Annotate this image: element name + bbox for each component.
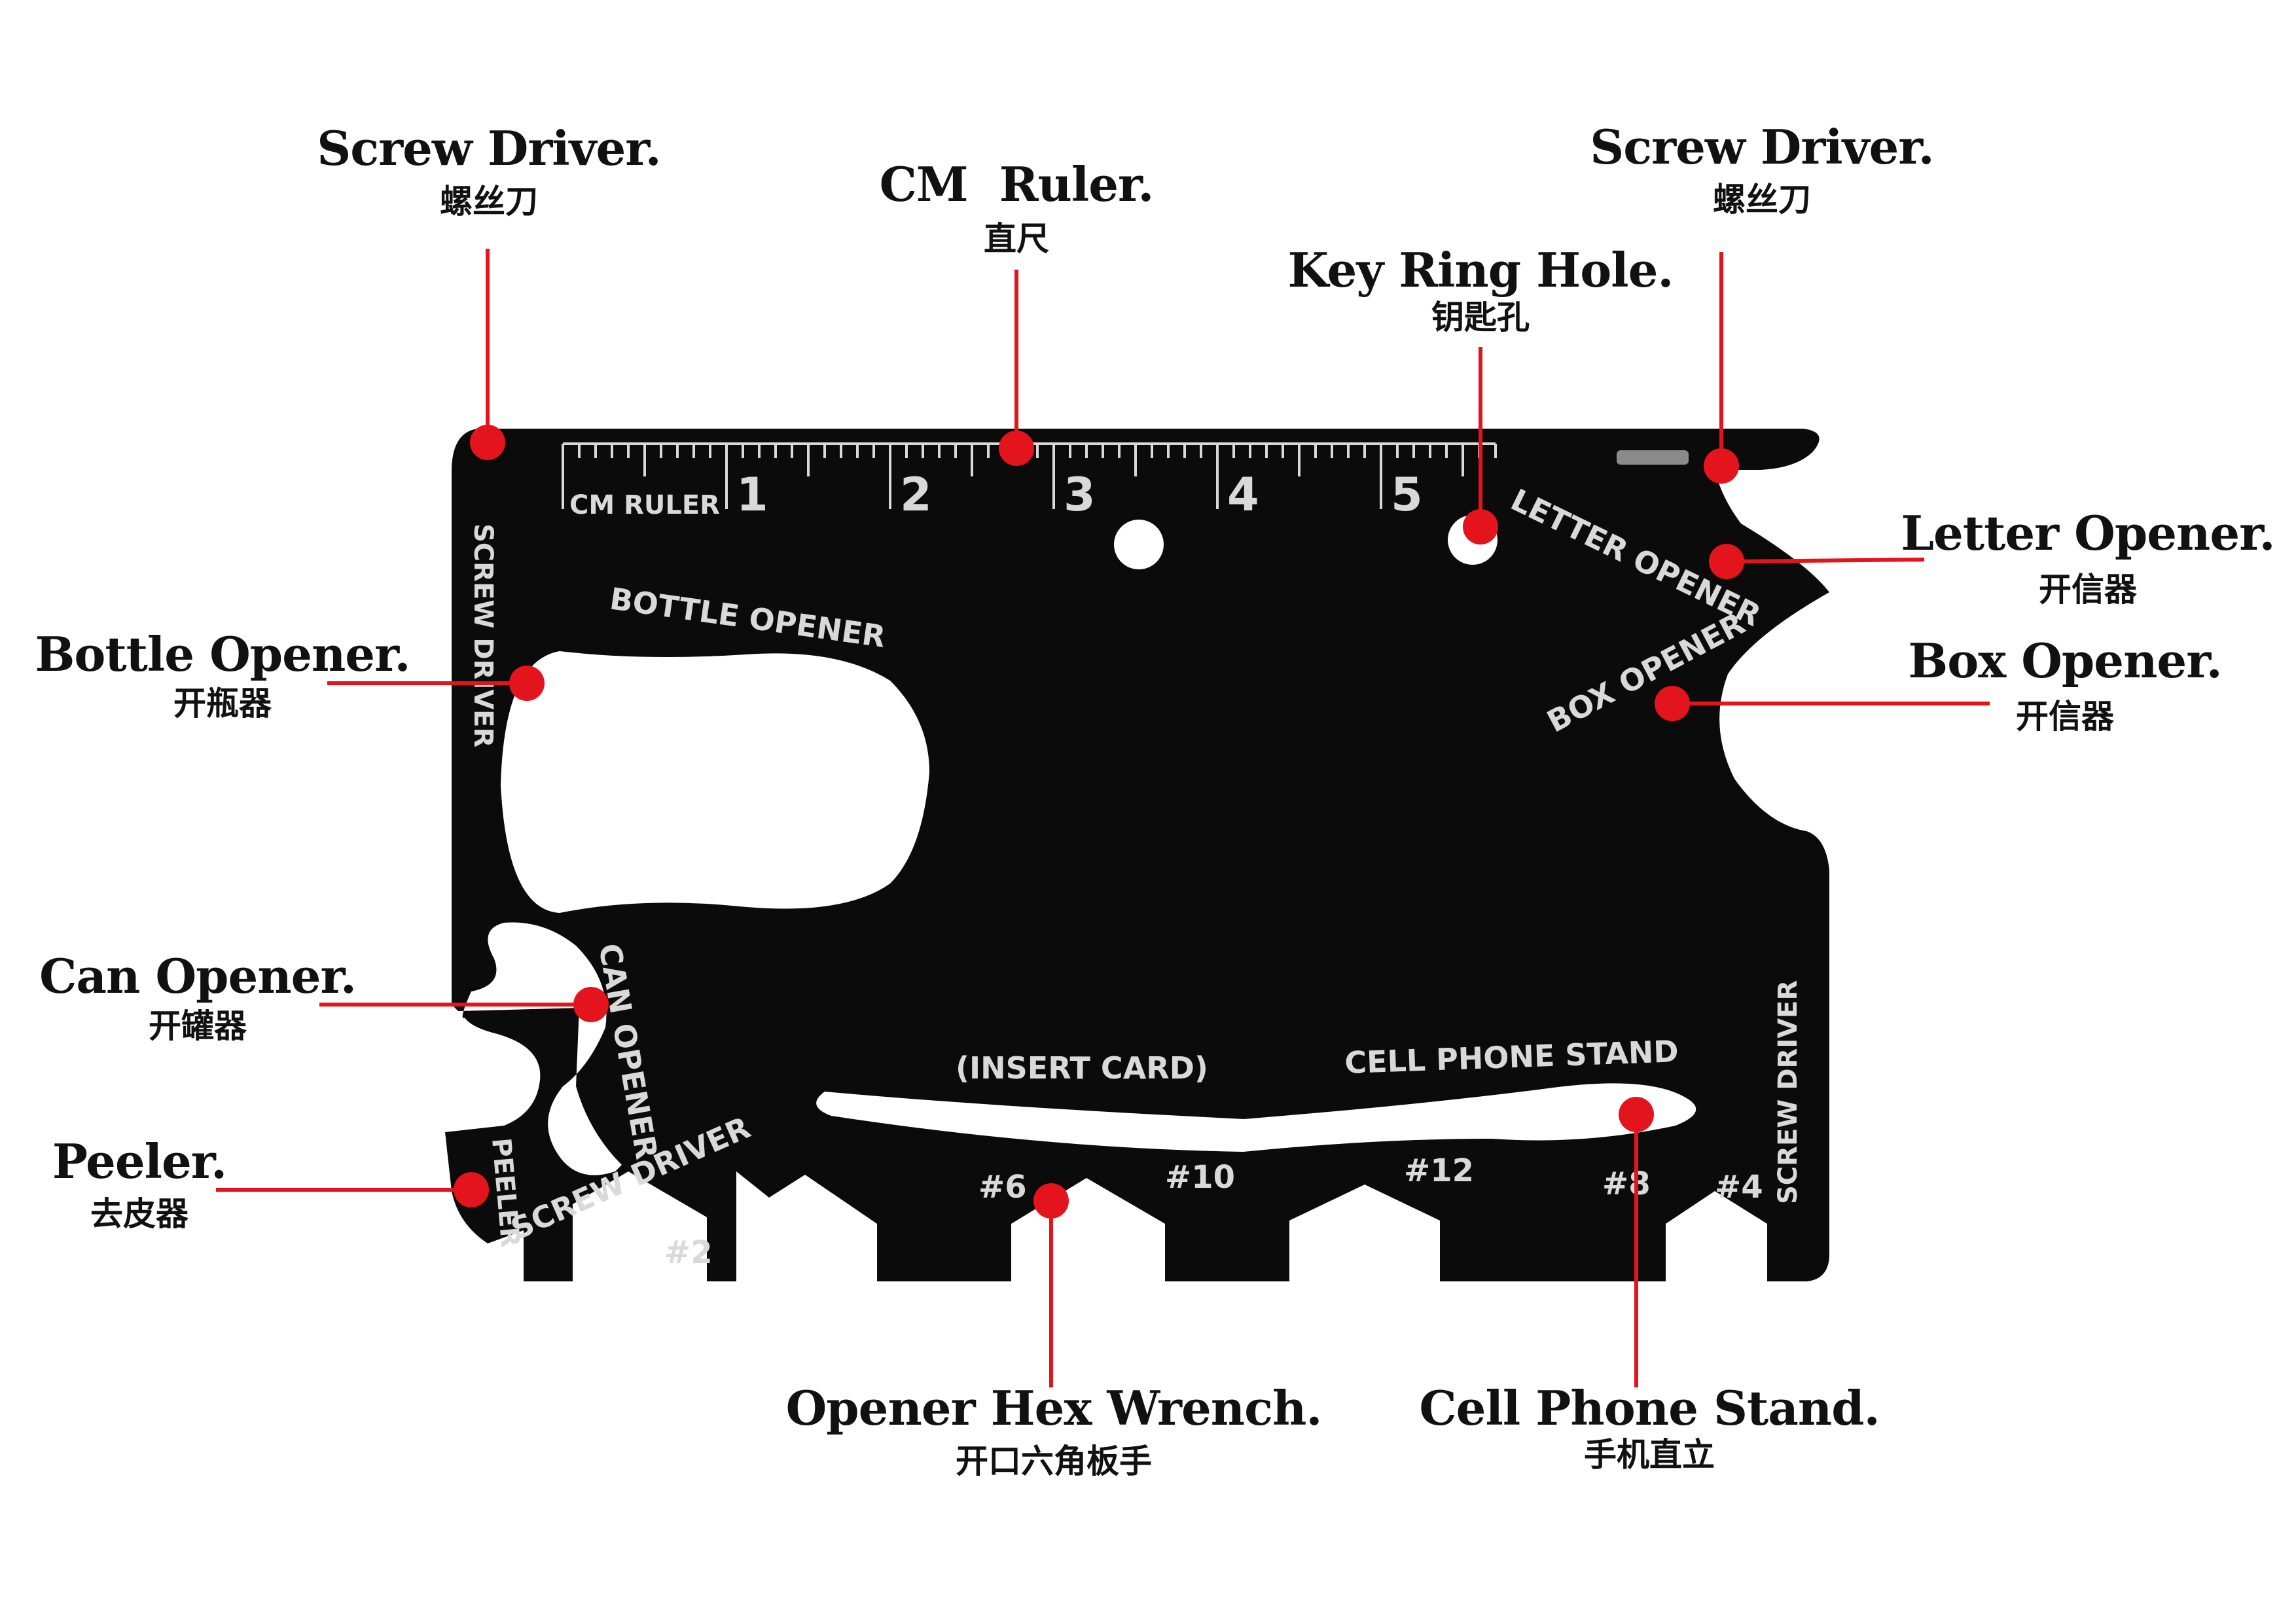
callout-hex-wrench: Opener Hex Wrench. 开口六角板手	[786, 1380, 1323, 1480]
callout-letter-opener-en: Letter Opener.	[1901, 505, 2274, 561]
callout-peeler-en: Peeler.	[52, 1133, 226, 1189]
dot-box-opener	[1655, 686, 1690, 721]
callout-box-opener: Box Opener. 开信器	[1908, 633, 2222, 736]
hex-size-4: #4	[1715, 1169, 1763, 1205]
callout-cm-ruler-en: CM Ruler.	[880, 156, 1154, 212]
callout-cm-ruler: CM Ruler. 直尺	[880, 156, 1155, 258]
engraving-insert-card: (INSERT CARD)	[956, 1050, 1208, 1086]
callout-can-opener: Can Opener. 开罐器	[39, 948, 357, 1045]
callout-box-opener-en: Box Opener.	[1908, 633, 2221, 688]
callout-screw-driver-left-zh: 螺丝刀	[440, 183, 538, 221]
callout-key-ring-hole-zh: 钥匙孔	[1431, 298, 1530, 336]
hex-size-8: #8	[1602, 1166, 1651, 1202]
engraving-cm-ruler: CM RULER	[569, 490, 720, 520]
leader-lines	[216, 249, 1990, 1387]
hex-size-12: #12	[1404, 1152, 1474, 1189]
callout-box-opener-zh: 开信器	[2016, 698, 2115, 736]
ruler-number-3: 3	[1064, 468, 1096, 522]
callout-letter-opener: Letter Opener. 开信器	[1901, 505, 2275, 609]
hex-size-10: #10	[1165, 1159, 1235, 1196]
dot-peeler	[454, 1172, 489, 1207]
callout-key-ring-hole: Key Ring Hole. 钥匙孔	[1288, 242, 1674, 336]
callout-letter-opener-zh: 开信器	[2039, 571, 2138, 609]
callout-screw-driver-right: Screw Driver. 螺丝刀	[1590, 119, 1934, 219]
hex-size-6: #6	[978, 1169, 1027, 1205]
callout-phone-stand: Cell Phone Stand. 手机直立	[1419, 1380, 1880, 1474]
callout-screw-driver-right-en: Screw Driver.	[1590, 119, 1933, 175]
callout-screw-driver-left-en: Screw Driver.	[317, 120, 660, 176]
ruler-number-1: 1	[736, 468, 768, 522]
callout-can-opener-zh: 开罐器	[149, 1007, 247, 1045]
callout-screw-driver-left: Screw Driver. 螺丝刀	[317, 120, 661, 221]
hex-size-2: #2	[664, 1234, 713, 1271]
dot-letter-opener	[1709, 544, 1744, 579]
dot-cm-ruler	[999, 431, 1034, 466]
callout-phone-stand-zh: 手机直立	[1584, 1436, 1715, 1474]
engraving-screw-driver-right: SCREW DRIVER	[1773, 980, 1803, 1204]
screwdriver-tip-mark	[1617, 450, 1689, 465]
callout-peeler: Peeler. 去皮器	[52, 1133, 227, 1233]
callout-bottle-opener-zh: 开瓶器	[173, 685, 272, 722]
dot-screw-driver-right	[1704, 448, 1739, 484]
ruler-number-5: 5	[1391, 468, 1423, 522]
engraving-screw-driver-left: SCREW DRIVER	[468, 524, 498, 747]
callout-hex-wrench-zh: 开口六角板手	[956, 1442, 1152, 1480]
dot-bottle-opener	[509, 666, 545, 701]
callout-peeler-zh: 去皮器	[90, 1195, 189, 1233]
callout-phone-stand-en: Cell Phone Stand.	[1419, 1380, 1879, 1436]
ruler-number-2: 2	[900, 468, 932, 522]
callout-labels: Screw Driver. 螺丝刀 CM Ruler. 直尺 Key Ring …	[35, 119, 2275, 1480]
callout-key-ring-hole-en: Key Ring Hole.	[1288, 242, 1674, 298]
dot-screw-driver-left	[470, 425, 505, 460]
dot-key-ring-hole	[1463, 509, 1498, 544]
callout-can-opener-en: Can Opener.	[39, 948, 356, 1004]
leader-letter-opener	[1727, 558, 1925, 563]
callout-hex-wrench-en: Opener Hex Wrench.	[786, 1380, 1322, 1436]
dot-hex-wrench	[1033, 1183, 1069, 1219]
multitool-card	[445, 429, 1829, 1281]
dot-phone-stand	[1619, 1097, 1654, 1132]
callout-screw-driver-right-zh: 螺丝刀	[1713, 181, 1811, 219]
dot-can-opener	[573, 987, 609, 1022]
callout-cm-ruler-zh: 直尺	[984, 220, 1049, 258]
callout-bottle-opener: Bottle Opener. 开瓶器	[35, 626, 410, 722]
card-body	[445, 429, 1829, 1281]
callout-bottle-opener-en: Bottle Opener.	[35, 626, 410, 682]
ruler-number-4: 4	[1227, 468, 1259, 522]
callout-dots	[454, 425, 1744, 1219]
